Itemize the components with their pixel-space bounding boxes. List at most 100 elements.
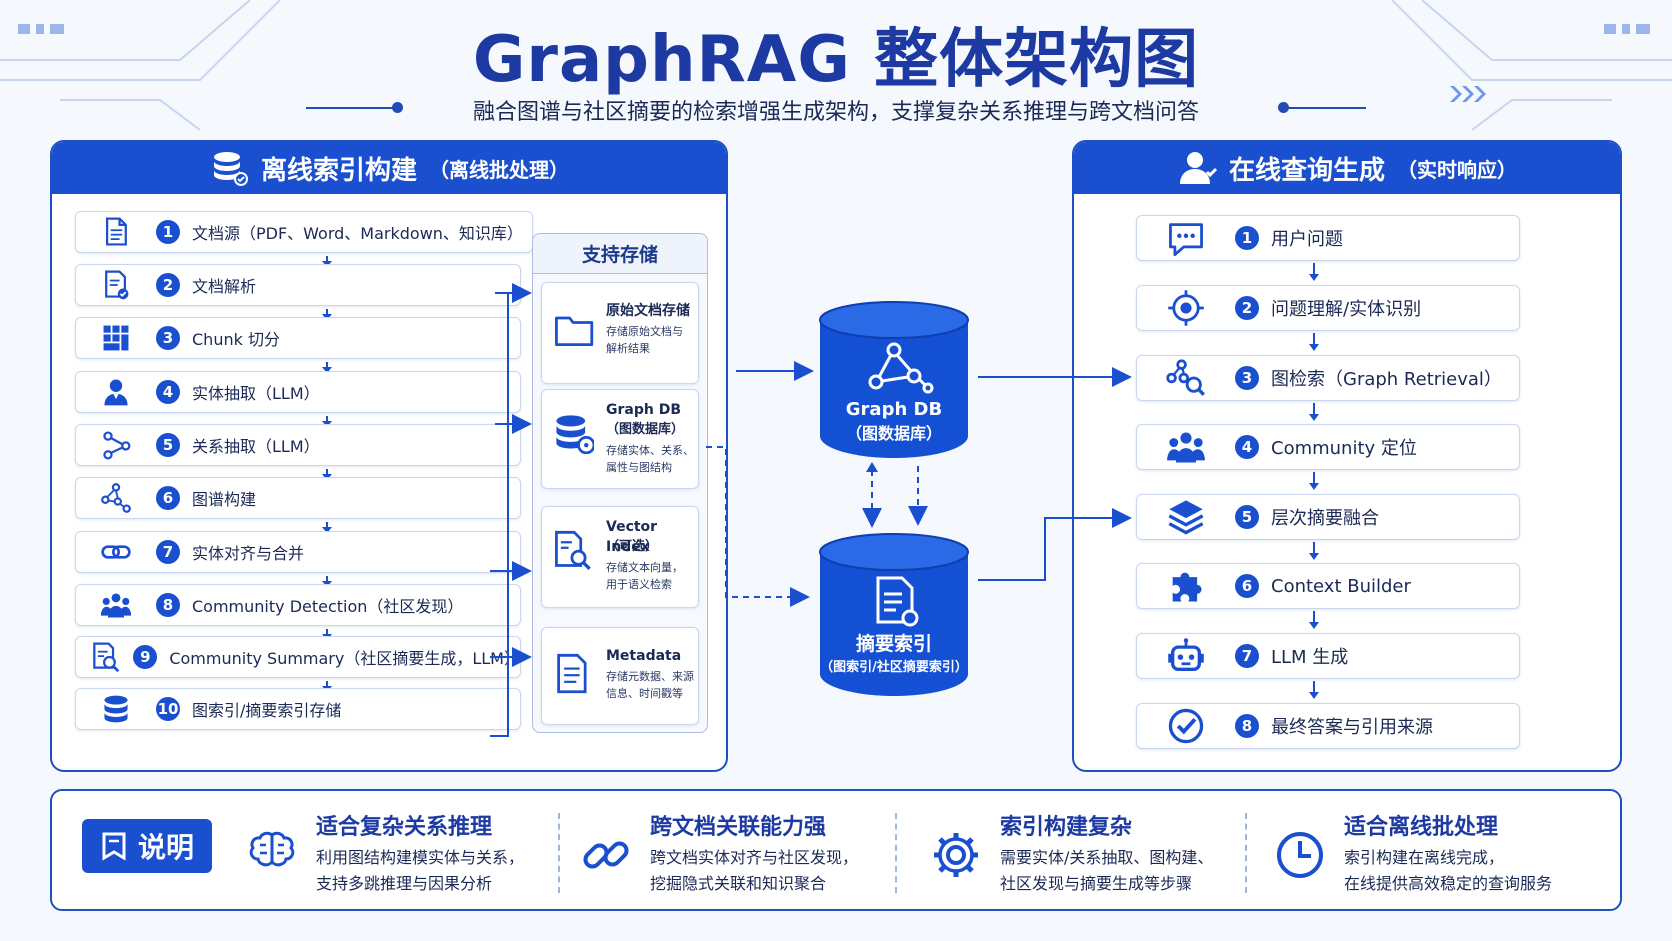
brain-icon	[249, 831, 295, 867]
storage-card-3[interactable]: Vector Index（可选）存储文本向量，用于语义检索	[541, 506, 699, 608]
note-title: 跨文档关联能力强	[650, 815, 827, 840]
online-step-icon-wrap	[1137, 566, 1235, 606]
online-step-number: 5	[1235, 505, 1259, 529]
offline-step-8[interactable]: 8 Community Detection（社区发现）	[75, 584, 521, 626]
offline-step-9[interactable]: 9 Community Summary（社区摘要生成，LLM）	[75, 636, 521, 678]
online-step-number: 8	[1235, 714, 1259, 738]
offline-step-number: 8	[156, 593, 180, 617]
offline-panel-title: 离线索引构建	[260, 155, 417, 186]
offline-step-label: 实体对齐与合并	[192, 544, 305, 563]
storage-card-title: Metadata	[606, 648, 682, 664]
note-desc-line1: 跨文档实体对齐与社区发现，	[650, 848, 859, 867]
note-separator	[1245, 813, 1247, 893]
note-icon-wrap	[1274, 829, 1326, 881]
note-item-4: 适合离线批处理 索引构建在离线完成， 在线提供高效稳定的查询服务	[1274, 809, 1574, 899]
offline-step-icon-wrap	[76, 589, 156, 621]
person-icon	[104, 379, 128, 406]
graph-build-icon	[101, 483, 131, 513]
user-icon	[1179, 152, 1217, 184]
offline-step-4[interactable]: 4 实体抽取（LLM）	[75, 371, 521, 413]
online-step-label: 最终答案与引用来源	[1271, 717, 1433, 738]
offline-step-label: Community Summary（社区摘要生成，LLM）	[169, 649, 520, 668]
puzzle-icon	[1172, 572, 1202, 602]
subtitle-line-left	[306, 107, 398, 109]
circuit-decoration-right	[1391, 0, 1672, 131]
target-icon	[1168, 290, 1204, 326]
online-flow-arrow	[1308, 333, 1320, 353]
storage-card-desc: 信息、时间戳等	[606, 687, 683, 700]
online-step-number: 2	[1235, 296, 1259, 320]
offline-step-icon-wrap	[76, 482, 156, 514]
offline-step-label: 文档源（PDF、Word、Markdown、知识库）	[192, 224, 523, 243]
note-desc-line1: 利用图结构建模实体与关系，	[316, 848, 525, 867]
online-step-icon-wrap	[1137, 288, 1235, 328]
summary-index-cylinder[interactable]	[818, 530, 970, 698]
offline-step-2[interactable]: 2 文档解析	[75, 264, 521, 306]
offline-step-3[interactable]: 3 Chunk 切分	[75, 317, 521, 359]
online-step-label: 层次摘要融合	[1271, 508, 1379, 529]
link-icon	[101, 545, 131, 559]
grid-chunk-icon	[103, 325, 129, 351]
online-step-label: Community 定位	[1271, 438, 1417, 459]
graph-db-label-line2: （图数据库）	[845, 424, 942, 443]
offline-step-label: Community Detection（社区发现）	[192, 597, 464, 616]
online-step-2[interactable]: 2 问题理解/实体识别	[1136, 285, 1520, 331]
online-step-6[interactable]: 6 Context Builder	[1136, 563, 1520, 609]
graph-db-icon	[556, 415, 596, 455]
offline-flow-arrow	[321, 519, 333, 533]
robot-icon	[1168, 638, 1204, 671]
note-desc-line1: 需要实体/关系抽取、图构建、	[1000, 848, 1214, 867]
offline-step-5[interactable]: 5 关系抽取（LLM）	[75, 424, 521, 466]
offline-step-icon-wrap	[76, 216, 156, 248]
subtitle-dot-left	[392, 102, 403, 113]
offline-step-label: 文档解析	[192, 277, 257, 296]
online-step-1[interactable]: 1 用户问题	[1136, 215, 1520, 261]
storage-card-title: （可选）	[606, 539, 659, 554]
offline-step-number: 7	[156, 540, 180, 564]
note-title: 索引构建复杂	[1000, 815, 1133, 840]
online-step-7[interactable]: 7 LLM 生成	[1136, 633, 1520, 679]
layers-icon	[1168, 500, 1204, 535]
storage-card-desc: 存储实体、关系、	[606, 444, 694, 457]
online-flow-arrow	[1308, 542, 1320, 562]
online-step-number: 6	[1235, 574, 1259, 598]
storage-card-2[interactable]: Graph DB（图数据库）存储实体、关系、属性与图结构	[541, 389, 699, 489]
online-step-icon-wrap	[1137, 427, 1235, 467]
offline-step-label: 图索引/摘要索引存储	[192, 701, 342, 720]
online-flow-arrow	[1308, 611, 1320, 631]
bookmark-icon	[102, 832, 126, 861]
offline-step-7[interactable]: 7 实体对齐与合并	[75, 531, 521, 573]
offline-step-label: Chunk 切分	[192, 330, 280, 349]
offline-step-number: 2	[156, 273, 180, 297]
note-desc: 需要实体/关系抽取、图构建、 社区发现与摘要生成等步骤	[1000, 845, 1213, 897]
note-desc: 索引构建在离线完成， 在线提供高效稳定的查询服务	[1344, 845, 1552, 897]
note-separator	[895, 813, 897, 893]
summary-search-icon	[92, 642, 119, 673]
offline-step-10[interactable]: 10 图索引/摘要索引存储	[75, 688, 521, 730]
storage-card-title: （图数据库）	[606, 422, 685, 437]
graph-db-cylinder[interactable]	[818, 300, 970, 460]
online-step-icon-wrap	[1137, 706, 1235, 746]
online-step-8[interactable]: 8 最终答案与引用来源	[1136, 703, 1520, 749]
offline-step-6[interactable]: 6 图谱构建	[75, 477, 521, 519]
notes-badge-label: 说明	[137, 831, 194, 864]
storage-card-1[interactable]: 原始文档存储存储原始文档与解析结果	[541, 282, 699, 384]
online-step-5[interactable]: 5 层次摘要融合	[1136, 494, 1520, 540]
offline-step-icon-wrap	[76, 641, 133, 673]
online-step-number: 7	[1235, 644, 1259, 668]
circuit-decoration-left	[0, 0, 281, 131]
relation-icon	[103, 431, 131, 460]
online-step-4[interactable]: 4 Community 定位	[1136, 424, 1520, 470]
online-flow-arrow	[1308, 263, 1320, 283]
database-stack-icon	[213, 152, 248, 186]
online-step-3[interactable]: 3 图检索（Graph Retrieval）	[1136, 355, 1520, 401]
online-step-icon-wrap	[1137, 636, 1235, 676]
note-title: 适合离线批处理	[1344, 815, 1499, 840]
online-step-label: Context Builder	[1271, 575, 1411, 597]
offline-step-1[interactable]: 1 文档源（PDF、Word、Markdown、知识库）	[75, 211, 533, 253]
chat-icon	[1169, 223, 1203, 257]
note-item-2: 跨文档关联能力强 跨文档实体对齐与社区发现， 挖掘隐式关联和知识聚合	[580, 809, 880, 899]
